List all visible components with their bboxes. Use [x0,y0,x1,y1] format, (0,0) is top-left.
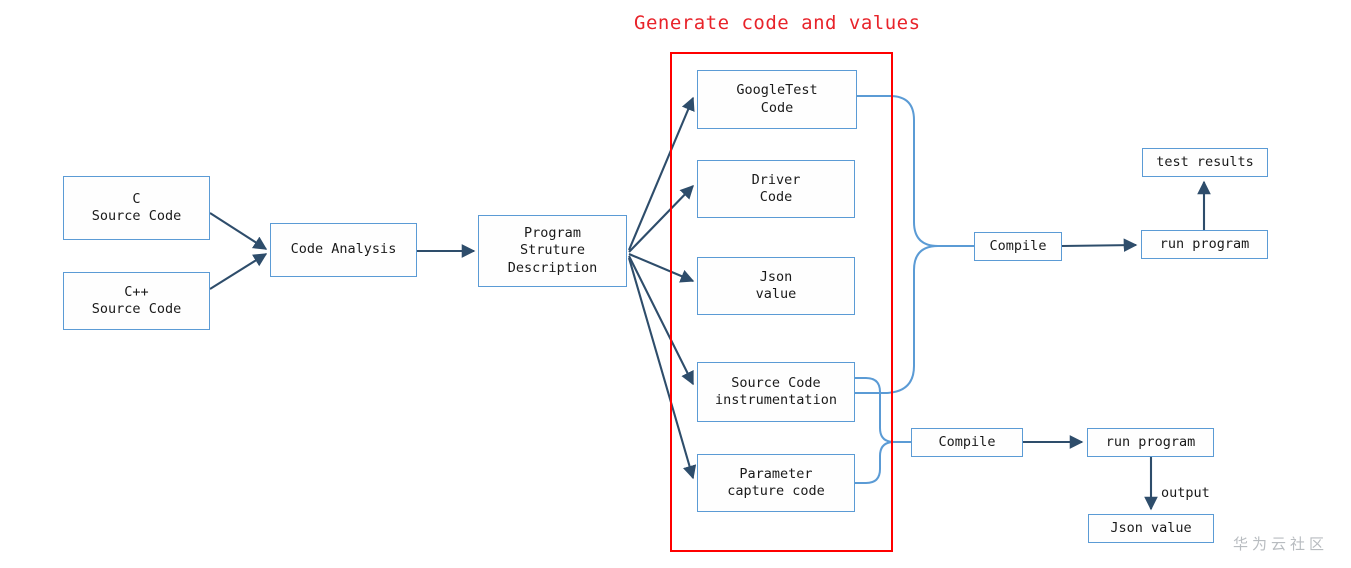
node-driver-code[interactable]: Driver Code [697,160,855,218]
node-program-structure-description[interactable]: Program Struture Description [478,215,627,287]
node-run-program-bottom[interactable]: run program [1087,428,1214,457]
node-c-source-code[interactable]: C Source Code [63,176,210,240]
generate-code-and-values-group [670,52,893,552]
node-parameter-capture-code[interactable]: Parameter capture code [697,454,855,512]
node-json-value-intermediate[interactable]: Json value [697,257,855,315]
arrow-cpp-source-to-code-analysis [209,253,268,290]
node-json-value-output[interactable]: Json value [1088,514,1214,543]
node-compile-top[interactable]: Compile [974,232,1062,261]
arrow-compile-top-to-run-program-top [1061,238,1138,252]
node-googletest-code[interactable]: GoogleTest Code [697,70,857,129]
watermark: 华为云社区 [1233,535,1329,553]
node-source-code-instrumentation[interactable]: Source Code instrumentation [697,362,855,422]
node-compile-bottom[interactable]: Compile [911,428,1023,457]
node-test-results[interactable]: test results [1142,148,1268,177]
diagram-title: Generate code and values [634,12,921,34]
node-cpp-source-code[interactable]: C++ Source Code [63,272,210,330]
node-run-program-top[interactable]: run program [1141,230,1268,259]
edge-label-output: output [1161,485,1210,501]
node-code-analysis[interactable]: Code Analysis [270,223,417,277]
arrow-c-source-to-code-analysis [209,212,268,250]
